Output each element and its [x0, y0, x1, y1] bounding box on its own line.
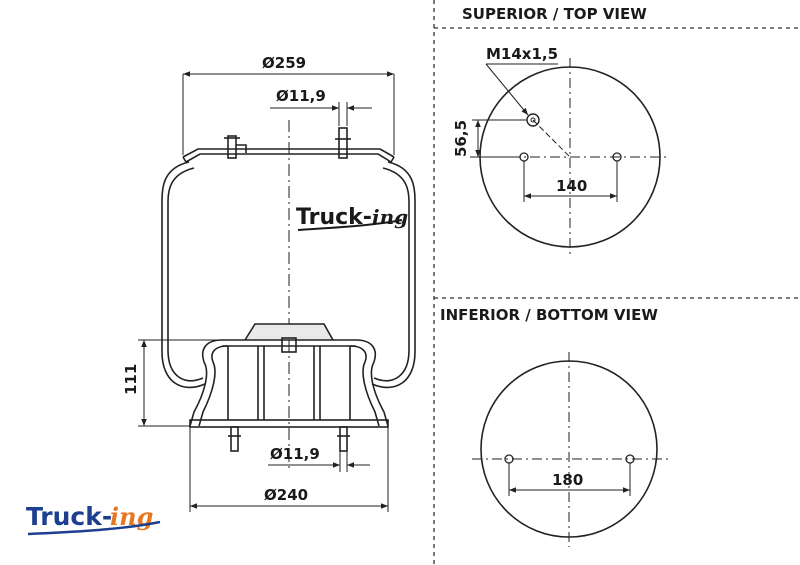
brand-logo-main: Truck- — [26, 502, 112, 531]
side-view: Ø259 Ø11,9 111 Ø11,9 Ø — [122, 54, 416, 512]
top-view: M14x1,5 56,5 140 — [452, 45, 670, 256]
dim-bottom-diameter — [189, 427, 389, 512]
label-bottom-diameter: Ø240 — [264, 486, 308, 504]
label-top-stud-diameter: Ø11,9 — [276, 87, 326, 105]
bottom-view-title: INFERIOR / BOTTOM VIEW — [440, 306, 658, 324]
top-view-title: SUPERIOR / TOP VIEW — [462, 5, 647, 23]
label-bottom-stud-spacing: 180 — [552, 471, 583, 489]
label-bottom-stud-diameter: Ø11,9 — [270, 445, 320, 463]
dim-top-stud-diameter — [270, 102, 372, 126]
bellow-logo-suffix: ing — [372, 205, 408, 229]
label-top-stud-spacing: 140 — [556, 177, 587, 195]
label-top-plate-diameter: Ø259 — [262, 54, 306, 72]
label-piston-height: 111 — [122, 364, 140, 395]
dim-piston-height — [138, 339, 222, 427]
dim-top-plate-diameter — [182, 71, 395, 155]
bottom-view: 180 — [472, 352, 668, 547]
dim-bottom-stud-diameter — [268, 451, 370, 472]
label-offset: 56,5 — [452, 120, 470, 157]
bellow-logo: Truck- ing — [296, 205, 408, 231]
piston — [189, 323, 389, 452]
top-bead-plate — [182, 127, 395, 163]
brand-logo: Truck- ing — [26, 502, 161, 536]
air-bellow — [161, 161, 416, 389]
view-dividers — [433, 0, 800, 565]
label-thread: M14x1,5 — [486, 45, 558, 63]
